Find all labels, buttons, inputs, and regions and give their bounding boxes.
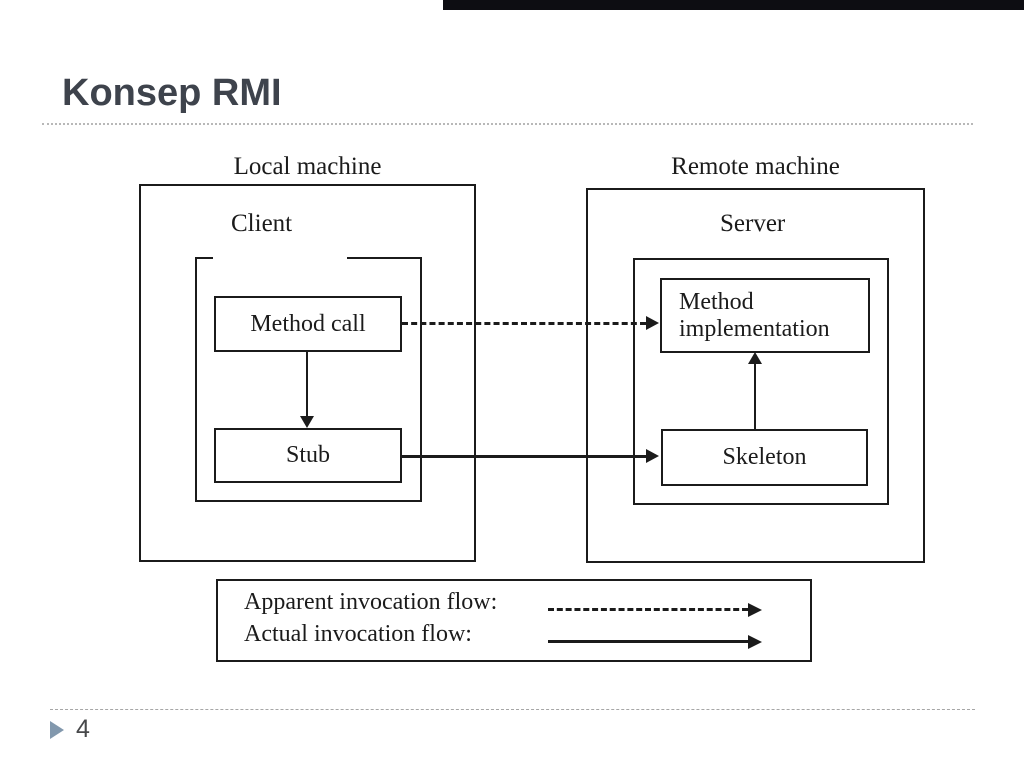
arrowhead-up-icon [748,352,762,364]
method-implementation-box: Method implementation [660,278,870,353]
method-call-box: Method call [214,296,402,352]
page-number: 4 [76,715,90,743]
client-frame-top-gap [213,255,347,261]
page-title: Konsep RMI [62,72,282,114]
legend-apparent-label: Apparent invocation flow: [244,589,498,615]
legend-dashed-arrow-line [548,608,748,611]
legend-solid-arrow-line [548,640,748,643]
arrowhead-right-solid-icon [646,449,659,463]
client-label: Client [231,210,293,237]
method-implementation-label: Method implementation [679,288,830,342]
legend-box: Apparent invocation flow: Actual invocat… [216,579,812,662]
footer-divider [50,709,975,710]
local-machine-label: Local machine [233,153,382,180]
remote-machine-label: Remote machine [671,153,840,180]
arrowhead-down-icon [300,416,314,428]
skeleton-box: Skeleton [661,429,868,486]
title-underline-divider [42,123,973,125]
top-edge-bar [443,0,1024,10]
legend-actual-label: Actual invocation flow: [244,621,472,647]
server-label: Server [720,210,786,237]
stub-box: Stub [214,428,402,483]
legend-arrowhead-solid-icon [748,635,762,649]
apparent-invocation-dashed-arrow-line [402,322,646,325]
skeleton-to-implementation-arrow-line [754,364,756,429]
legend-arrowhead-dashed-icon [748,603,762,617]
actual-invocation-solid-arrow-line [402,455,646,458]
page-number-marker-icon [50,721,64,739]
method-call-to-stub-arrow-line [306,352,308,416]
arrowhead-right-dashed-icon [646,316,659,330]
